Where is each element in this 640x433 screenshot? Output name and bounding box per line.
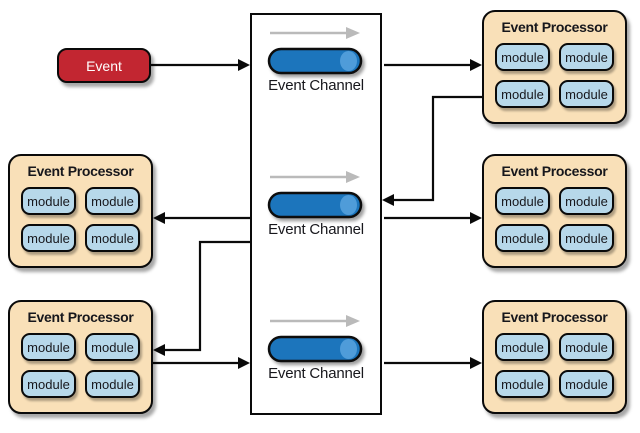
processor-title: Event Processor [501,309,608,325]
event-queue-cylinder-icon [267,191,363,219]
arrowhead-icon [470,357,482,369]
module-grid: module module module module [484,179,625,252]
module-box: module [21,224,76,252]
flow-direction-arrow-icon [270,315,360,327]
module-box: module [559,80,614,108]
flow-direction-arrow-icon [270,27,360,39]
event-label: Event [86,57,122,74]
event-queue-cylinder-icon [267,47,363,75]
module-box: module [559,43,614,71]
module-box: module [85,187,140,215]
connector-channel2-to-processor-bl [164,240,250,352]
processor-title: Event Processor [501,19,608,35]
connector-processor-tr-to-channel2 [394,95,482,202]
module-grid: module module module module [484,35,625,108]
module-grid: module module module module [484,325,625,398]
event-queue-cylinder-icon [267,335,363,363]
module-box: module [495,370,550,398]
module-box: module [495,43,550,71]
processor-title: Event Processor [27,163,134,179]
event-processor-top-right: Event Processor module module module mod… [482,10,627,124]
module-box: module [21,333,76,361]
arrowhead-icon [153,344,165,356]
module-box: module [559,333,614,361]
processor-title: Event Processor [27,309,134,325]
arrowhead-icon [238,59,250,71]
event-channel-2-label: Event Channel [268,221,364,238]
processor-title: Event Processor [501,163,608,179]
arrowhead-icon [382,194,394,206]
module-box: module [495,80,550,108]
module-box: module [85,370,140,398]
module-box: module [559,224,614,252]
event-processor-bottom-right: Event Processor module module module mod… [482,300,627,414]
event-processor-middle-left: Event Processor module module module mod… [8,154,153,268]
module-box: module [85,224,140,252]
event-channel-3-label: Event Channel [268,365,364,382]
module-grid: module module module module [10,179,151,252]
module-box: module [495,224,550,252]
arrowhead-icon [470,212,482,224]
module-box: module [21,187,76,215]
event-processor-middle-right: Event Processor module module module mod… [482,154,627,268]
module-box: module [85,333,140,361]
arrowhead-icon [238,357,250,369]
event-channel-2-graphic [267,171,363,219]
module-box: module [559,370,614,398]
event-channel-3-graphic [267,315,363,363]
event-box: Event [57,48,151,83]
module-grid: module module module module [10,325,151,398]
module-box: module [559,187,614,215]
module-box: module [495,333,550,361]
arrowhead-icon [153,212,165,224]
event-channel-1-graphic [267,27,363,75]
flow-direction-arrow-icon [270,171,360,183]
event-channel-1-label: Event Channel [268,77,364,94]
module-box: module [495,187,550,215]
arrowhead-icon [470,59,482,71]
module-box: module [21,370,76,398]
event-processor-bottom-left: Event Processor module module module mod… [8,300,153,414]
